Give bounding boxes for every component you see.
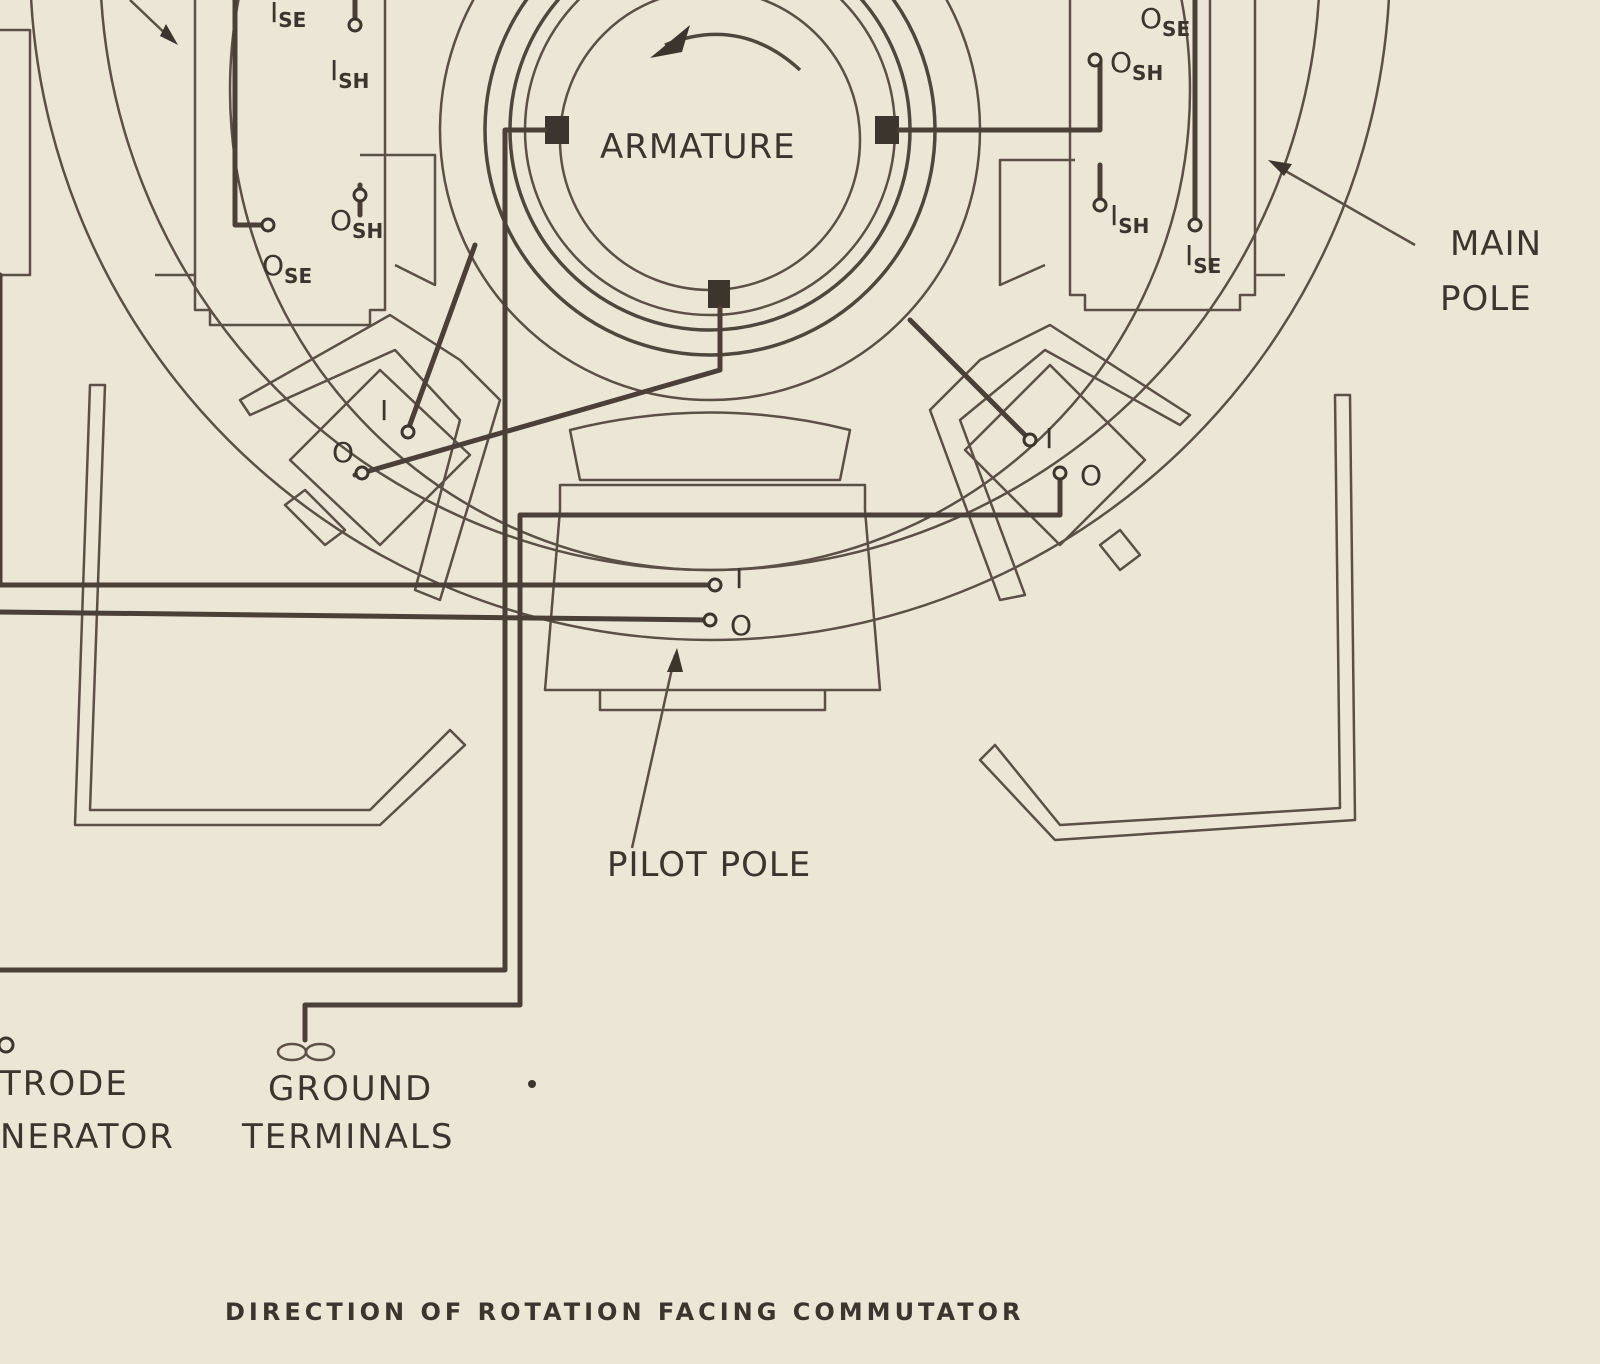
label-pilot-out: O (730, 609, 752, 642)
terminal-dot-right-series-in (1187, 217, 1203, 233)
label-interpole-left-i: I (380, 394, 388, 427)
label-interpole-right-o: O (1080, 459, 1102, 492)
label-right-series-out: OSE (1140, 2, 1190, 41)
label-pilot-in: I (735, 562, 743, 595)
ground-label: GROUND (268, 1069, 433, 1109)
pilot-pole-label: PILOT POLE (607, 845, 811, 885)
interpole-right-shoe (928, 323, 1192, 602)
interpole-right (963, 363, 1147, 547)
electrode-label: TRODE (0, 1064, 129, 1104)
interpole-right-foot (1098, 528, 1142, 572)
pole-tip-left (360, 153, 437, 287)
label-right-shunt-out: OSH (1110, 46, 1163, 85)
field-ring (228, 0, 1192, 572)
label-right-series-in: ISE (1185, 239, 1221, 278)
wire-interpole-right-o (302, 472, 1063, 1043)
terminal-dot-right-shunt-in (1092, 197, 1108, 213)
brush-right (875, 116, 899, 144)
interpole-left-foot (283, 488, 347, 547)
pilot-pole-shoe (568, 411, 852, 482)
main-pole-label-line1: MAIN (1450, 224, 1542, 264)
label-right-shunt-in: ISH (1110, 199, 1149, 238)
terminal-dot-left-shunt-in (347, 17, 363, 33)
ground-terminal-icon (276, 1042, 336, 1062)
terminal-dot-pilot-out (702, 612, 718, 628)
label-left-shunt-out: OSH (330, 204, 383, 243)
left-callout-arrowhead (160, 24, 178, 45)
brush-bottom (708, 280, 730, 308)
wire-brush-left (0, 127, 548, 973)
wire-left-series (232, 0, 268, 228)
left-frame-bar (0, 28, 32, 277)
main-pole-left (193, 0, 387, 327)
wire-brush-bottom (352, 305, 723, 478)
terminal-dot-right-shunt-out (1087, 52, 1103, 68)
armature-label: ARMATURE (600, 127, 796, 167)
interpole-left-shoe (238, 313, 502, 602)
terminals-label: TERMINALS (241, 1117, 454, 1157)
wire-pilot-in (0, 562, 718, 588)
main-pole-label-line2: POLE (1440, 279, 1532, 319)
terminal-dot-interpole-right-i (1022, 432, 1038, 448)
ink-speck (528, 1080, 536, 1088)
pilot-pole-body (543, 483, 882, 692)
generator-label: NERATOR (0, 1117, 175, 1157)
terminal-dot-interpole-right-o (1052, 465, 1068, 481)
wire-interpole-right-i (907, 317, 1033, 443)
terminal-dot-left-series-out (260, 217, 276, 233)
terminal-dot-interpole-left-i (400, 424, 416, 440)
main-pole-right (1068, 0, 1257, 312)
terminal-dot-electrode (0, 1036, 15, 1054)
pilot-pole-arrow (630, 654, 677, 849)
label-interpole-right-i: I (1045, 422, 1053, 455)
pilot-pole-arrowhead (667, 648, 683, 672)
main-pole-arrow (1274, 163, 1416, 247)
diagram-caption: DIRECTION OF ROTATION FACING COMMUTATOR (225, 1298, 1025, 1326)
frame-outer-ring (30, 0, 1390, 642)
main-pole-arrowhead (1268, 160, 1292, 176)
wire-interpole-left-i (405, 242, 478, 433)
interpole-left (288, 368, 472, 547)
label-left-shunt-in: ISH (330, 54, 369, 93)
rotation-arrowhead (650, 25, 690, 58)
wire-pilot-out (0, 609, 713, 623)
label-left-series-in: ISE (270, 0, 306, 32)
pilot-pole-base (598, 690, 827, 712)
label-interpole-left-o: O (332, 436, 354, 469)
brush-left (545, 116, 569, 144)
label-left-series-out: OSE (262, 249, 312, 288)
terminal-dot-interpole-left-o (354, 465, 370, 481)
terminal-dot-pilot-in (707, 577, 723, 593)
frame-foot-right (978, 393, 1357, 842)
terminal-dot-left-shunt-out (352, 187, 368, 203)
frame-foot-left (73, 383, 467, 827)
pole-tip-right (998, 158, 1075, 287)
